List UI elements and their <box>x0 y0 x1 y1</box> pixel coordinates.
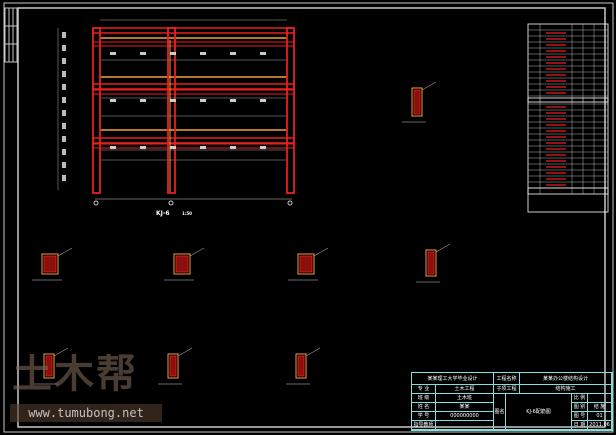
frame-scale: 1:50 <box>182 211 192 216</box>
column-section <box>425 249 437 277</box>
column-section-core <box>427 251 435 275</box>
tb-right-label: 图 号 <box>572 412 588 421</box>
tb-row-label: 专 业 <box>412 385 436 394</box>
material-table <box>527 187 609 213</box>
rebar-annotation <box>170 52 176 55</box>
outer-border <box>3 2 614 433</box>
rebar-annotation <box>140 52 146 55</box>
column-section <box>43 353 55 379</box>
column-section-core <box>175 255 189 273</box>
column-section-core <box>413 89 421 115</box>
tb-row-label: 姓 名 <box>412 403 436 412</box>
rebar-annotation <box>110 52 116 55</box>
leader-line <box>435 243 451 253</box>
rebar-annotation <box>230 99 236 102</box>
project-label: 工程名称 <box>494 373 520 385</box>
axis-bubble <box>168 200 174 206</box>
bar-mark <box>62 84 66 90</box>
column-section-core <box>299 255 313 273</box>
leader-line <box>305 347 321 357</box>
tb-row-value <box>436 421 494 430</box>
tb-right-value: 01 <box>588 412 612 421</box>
tb-right-value <box>588 394 612 403</box>
tb-row-label: 班 级 <box>412 394 436 403</box>
column-section <box>411 87 423 117</box>
column-section <box>173 253 191 275</box>
column-section-core <box>45 355 53 377</box>
tb-right-value: 结 施 <box>588 403 612 412</box>
drawing-name-label: 图名 <box>494 394 506 430</box>
title-block: 某某理工大学毕业设计 工程名称 某某办公楼结构设计 子项工程 结构施工 专 业 … <box>411 372 613 431</box>
tb-row-value: 某某 <box>436 403 494 412</box>
tb-row-value: 土木工程 <box>436 385 494 394</box>
rebar-annotation <box>140 99 146 102</box>
rebar-annotation <box>230 52 236 55</box>
rebar-annotation <box>170 99 176 102</box>
tb-right-label: 图 别 <box>572 403 588 412</box>
column-section <box>295 353 307 379</box>
rebar-annotation <box>230 146 236 149</box>
tb-row-value: 土木班 <box>436 394 494 403</box>
bar-mark <box>62 71 66 77</box>
beam <box>92 41 295 47</box>
beam <box>92 89 295 95</box>
sub-value: 结构施工 <box>520 385 612 394</box>
column-section <box>297 253 315 275</box>
rebar-annotation <box>200 52 206 55</box>
bar-mark <box>62 175 66 181</box>
rebar-annotation <box>200 146 206 149</box>
tb-row-label: 学 号 <box>412 412 436 421</box>
tb-right-value: 2011.06 <box>588 421 612 430</box>
project-value: 某某办公楼结构设计 <box>520 373 612 385</box>
column <box>286 27 295 194</box>
leader-line <box>53 347 69 357</box>
leader-line <box>421 81 437 91</box>
leader-line <box>177 347 193 357</box>
column-section-core <box>169 355 177 377</box>
rebar-annotation <box>260 52 266 55</box>
rebar-annotation <box>260 146 266 149</box>
column <box>92 27 101 194</box>
rebar-annotation <box>110 99 116 102</box>
bar-mark <box>62 110 66 116</box>
tb-row-value: 000000000 <box>436 412 494 421</box>
bar-mark <box>62 136 66 142</box>
bar-mark <box>62 45 66 51</box>
leader-line <box>57 247 73 257</box>
rebar-annotation <box>260 99 266 102</box>
column-section-core <box>43 255 57 273</box>
rebar-annotation <box>140 146 146 149</box>
frame-label: KJ-6 <box>156 210 170 217</box>
leader-line <box>189 247 205 257</box>
axis-bubble <box>287 200 293 206</box>
leader-line <box>313 247 329 257</box>
bar-mark <box>62 97 66 103</box>
column-section-core <box>297 355 305 377</box>
column <box>167 27 176 194</box>
bar-mark <box>62 123 66 129</box>
rebar-table-1 <box>527 23 609 103</box>
rebar-annotation <box>170 146 176 149</box>
beam <box>92 83 295 90</box>
tb-right-label: 日 期 <box>572 421 588 430</box>
rebar-annotation <box>110 146 116 149</box>
bar-mark <box>62 162 66 168</box>
drawing-name: KJ-6配筋图 <box>506 394 572 430</box>
rebar-annotation <box>200 99 206 102</box>
column-section <box>167 353 179 379</box>
beam <box>92 27 295 34</box>
bar-mark <box>62 149 66 155</box>
bar-mark <box>62 58 66 64</box>
axis-bubble <box>93 200 99 206</box>
beam <box>92 137 295 144</box>
school-name: 某某理工大学毕业设计 <box>412 373 494 385</box>
sub-label: 子项工程 <box>494 385 520 394</box>
inner-border <box>17 7 606 428</box>
tb-right-label: 比 例 <box>572 394 588 403</box>
column-section <box>41 253 59 275</box>
bar-mark <box>62 32 66 38</box>
tb-row-label: 指导教师 <box>412 421 436 430</box>
watermark-logo: 土木帮 <box>12 354 138 396</box>
watermark-url: www.tumubong.net <box>10 404 162 422</box>
